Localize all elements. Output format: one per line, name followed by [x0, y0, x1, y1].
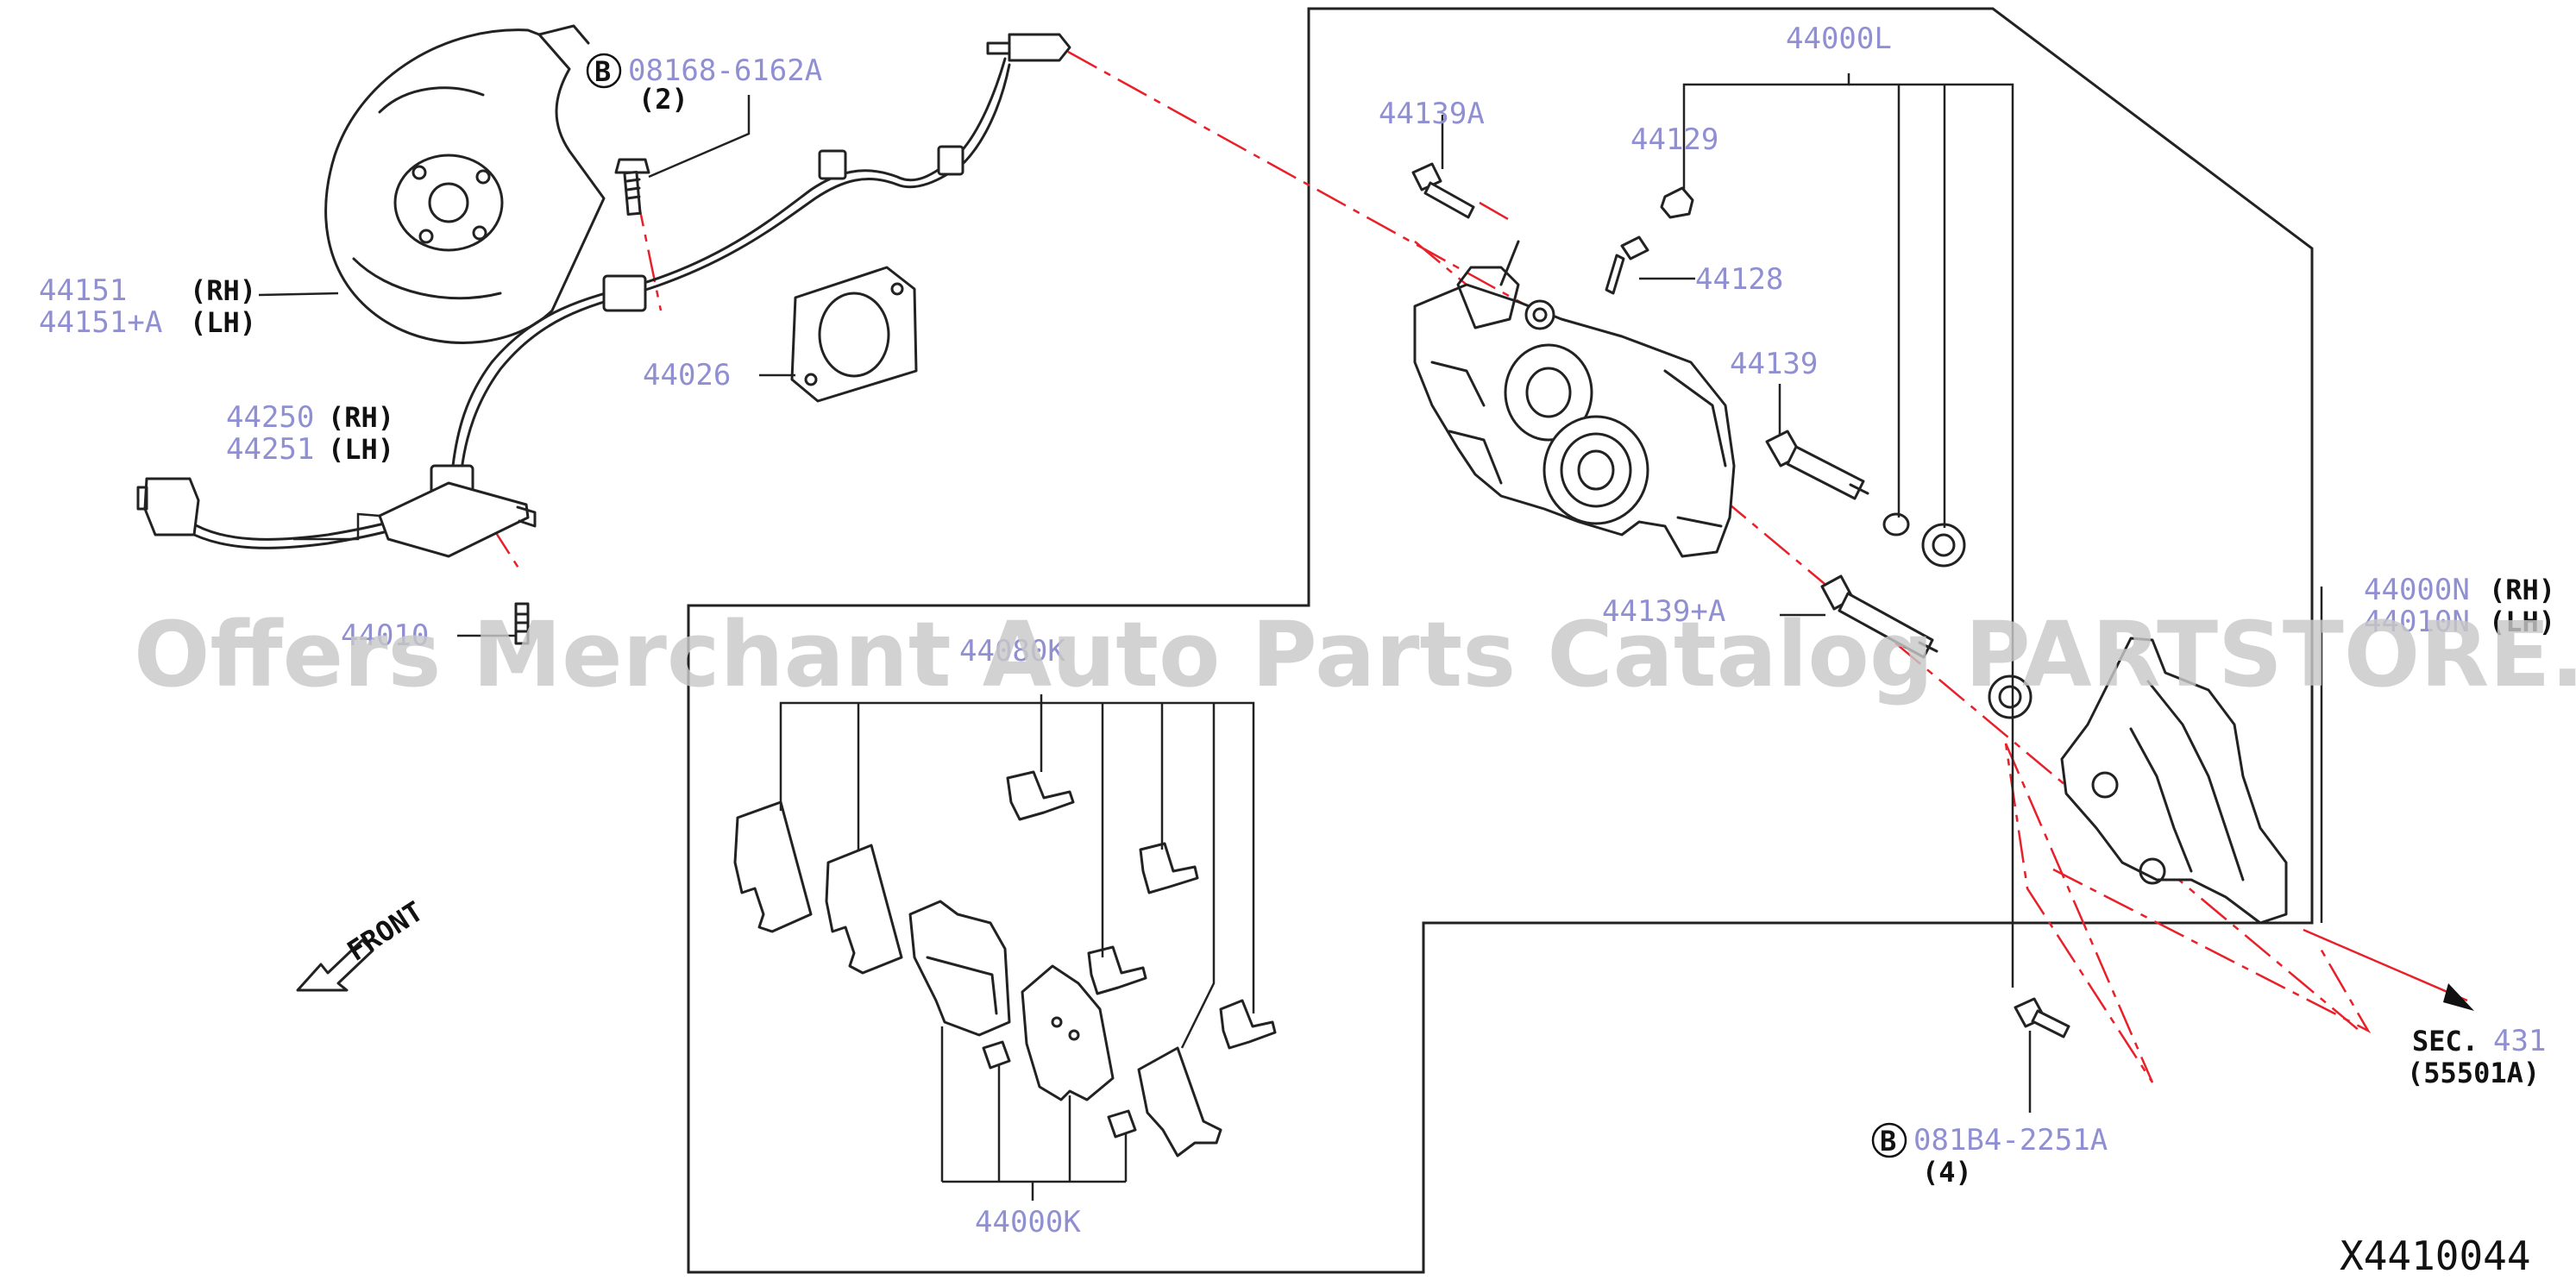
- label-44000n-side: (RH): [2489, 574, 2555, 606]
- label-44250-side: (RH): [328, 401, 394, 434]
- clip-mid-drawing: [1139, 842, 1199, 894]
- caliper-drawing: [1413, 240, 1736, 558]
- label-44151: 44151: [39, 273, 127, 308]
- wear-plate-drawing: [1137, 1046, 1222, 1158]
- label-44151-side: (RH): [190, 274, 256, 307]
- label-44151-a: 44151+A: [39, 305, 162, 340]
- sensor-harness-drawing: [136, 33, 1071, 558]
- shim-inner-drawing: [825, 844, 903, 975]
- label-44000l: 44000L: [1786, 22, 1892, 56]
- boot-small-drawing: [1882, 512, 1910, 536]
- pin-a-drawing: [1411, 162, 1475, 219]
- label-bolt-top-code: 08168-6162A: [628, 53, 822, 88]
- screw-drawing: [514, 602, 530, 645]
- centerline-pin: [1479, 201, 1515, 224]
- clip-right-drawing: [1219, 999, 1277, 1050]
- label-44251-side: (LH): [328, 433, 394, 466]
- clip-top-drawing: [1006, 770, 1075, 821]
- pad-outer-drawing: [908, 900, 1011, 1037]
- bolt-symbol-top-letter: B: [594, 55, 611, 88]
- label-44010n: 44010N: [2364, 605, 2470, 639]
- plate-drawing: [790, 266, 918, 403]
- bolt-symbol-top: B: [586, 53, 622, 89]
- shim-outer-drawing: [733, 800, 813, 933]
- centerline-bracket-b: [2052, 868, 2372, 1034]
- label-44139: 44139: [1730, 347, 1818, 381]
- label-44010n-side: (LH): [2489, 605, 2555, 638]
- bracket-drawing: [2060, 637, 2288, 925]
- label-44080k: 44080K: [959, 634, 1065, 668]
- label-44000n: 44000N: [2364, 573, 2470, 607]
- watermark-text: Offers Merchant Auto Parts Catalog PARTS…: [134, 602, 2576, 707]
- label-44129: 44129: [1630, 122, 1718, 157]
- label-44250: 44250: [226, 400, 314, 435]
- bleeder-cap-drawing: [1660, 186, 1694, 219]
- sec-arrow-head: [2443, 983, 2474, 1011]
- label-bolt-bottom-code: 081B4-2251A: [1913, 1123, 2108, 1158]
- label-44026: 44026: [643, 358, 731, 392]
- label-sec-num: 431: [2493, 1024, 2546, 1058]
- leader-lines: [258, 73, 2323, 1201]
- label-bolt-bottom-qty: (4): [1922, 1156, 1972, 1189]
- label-44128: 44128: [1695, 262, 1783, 297]
- label-44000k: 44000K: [975, 1205, 1081, 1239]
- sec-arrow-line: [2303, 928, 2468, 1002]
- bleeder-drawing: [1605, 235, 1649, 295]
- pad-inner-drawing: [1021, 964, 1115, 1101]
- centerline-bracket-a: [2004, 743, 2154, 1083]
- bolt-bottom-drawing: [2014, 997, 2070, 1038]
- pin-drawing: [1765, 430, 1869, 500]
- label-44010: 44010: [341, 618, 429, 653]
- label-bolt-top-qty: (2): [638, 83, 688, 116]
- diagram-code: X4410044: [2340, 1233, 2531, 1279]
- boot-lower-drawing: [1988, 675, 2033, 719]
- label-sec: SEC.: [2412, 1025, 2479, 1057]
- pin-lh-drawing: [1820, 574, 1938, 659]
- label-44139-a: 44139+A: [1602, 594, 1725, 629]
- bolt-symbol-bottom-letter: B: [1880, 1125, 1896, 1158]
- clip-low-drawing: [1087, 945, 1147, 995]
- label-44139a: 44139A: [1379, 97, 1485, 131]
- label-44251: 44251: [226, 432, 314, 467]
- clip-small-b-drawing: [1107, 1109, 1137, 1139]
- bolt-top-drawing: [614, 158, 650, 216]
- label-sec-ref: (55501A): [2407, 1057, 2540, 1089]
- clip-small-a-drawing: [982, 1040, 1011, 1070]
- dust-shield-drawing: [324, 24, 606, 344]
- boot-large-drawing: [1921, 523, 1966, 568]
- bolt-symbol-bottom: B: [1871, 1122, 1907, 1158]
- label-front: FRONT: [342, 894, 429, 967]
- front-arrow: [296, 938, 374, 992]
- label-44151-a-side: (LH): [190, 306, 256, 339]
